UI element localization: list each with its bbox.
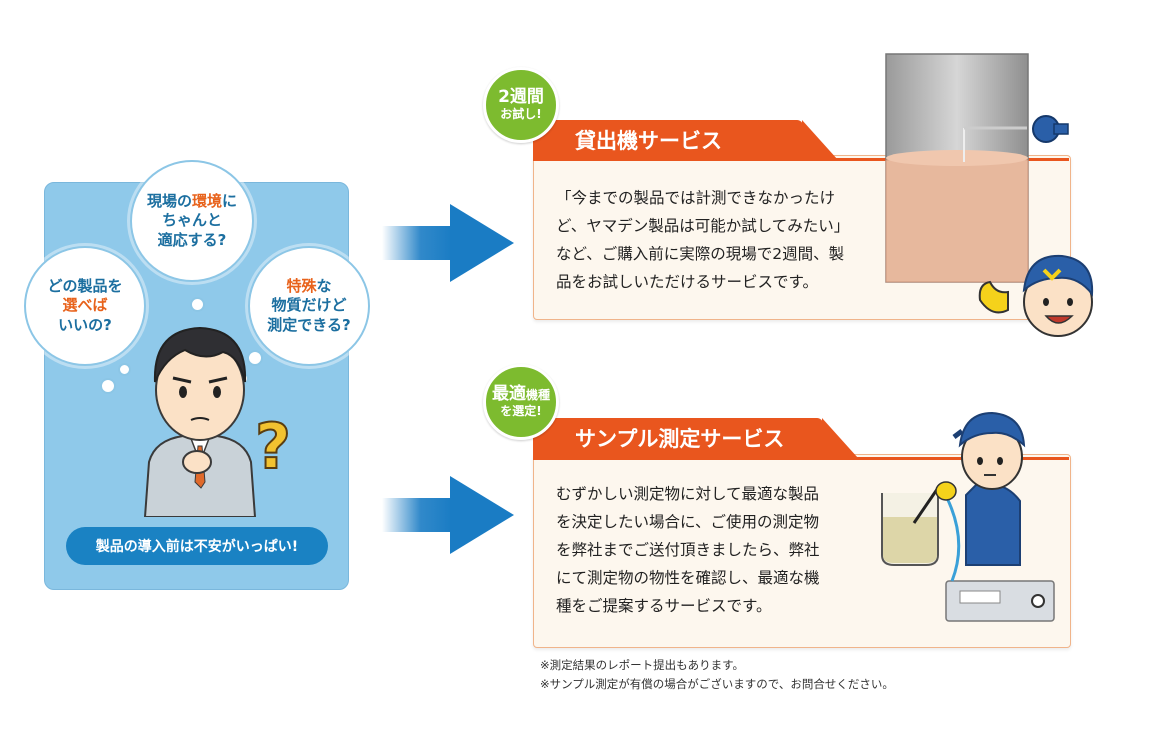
footnote: ※サンプル測定が有償の場合がございますので、お問合せください。 <box>540 677 894 691</box>
trial-badge: 2週間 お試し! <box>483 67 559 143</box>
sample-testing-illustration <box>881 411 1055 622</box>
worry-banner: 製品の導入前は不安がいっぱい! <box>66 527 328 565</box>
thought-bubble-which-product: どの製品を 選べば いいの? <box>24 246 146 366</box>
worried-person-illustration <box>143 326 257 517</box>
sample-measurement-title: サンプル測定サービス <box>533 418 823 458</box>
arrow-right-icon <box>382 476 514 554</box>
rental-service-description: 「今までの製品では計測できなかったけ ど、ヤマデン製品は可能か試してみたい」 な… <box>556 189 850 291</box>
thought-bubble-special-material: 特殊な 物質だけど 測定できる? <box>248 246 370 366</box>
card-header-line <box>533 457 1069 460</box>
sensor-icon <box>1032 115 1069 143</box>
arrow-right-icon <box>382 204 514 282</box>
thought-dot <box>118 363 131 376</box>
rental-service-title: 貸出機サービス <box>533 120 803 160</box>
footnotes: ※測定結果のレポート提出もあります。 ※サンプル測定が有償の場合がございますので… <box>540 656 894 694</box>
thought-bubble-environment: 現場の環境に ちゃんと 適応する? <box>130 160 254 282</box>
tank-illustration <box>885 53 1029 283</box>
tab-corner <box>802 120 838 160</box>
mascot-thumbs-up-illustration <box>978 254 1094 337</box>
thought-dot <box>190 297 205 312</box>
footnote: ※測定結果のレポート提出もあります。 <box>540 658 744 672</box>
question-mark-icon: ? <box>254 409 292 484</box>
best-model-badge: 最適機種 を選定! <box>483 364 559 440</box>
thought-dot <box>247 350 263 366</box>
sample-measurement-description: むずかしい測定物に対して最適な製品 を決定したい場合に、ご使用の測定物 を弊社ま… <box>556 485 820 615</box>
tab-corner <box>822 418 858 458</box>
thought-dot <box>100 378 116 394</box>
